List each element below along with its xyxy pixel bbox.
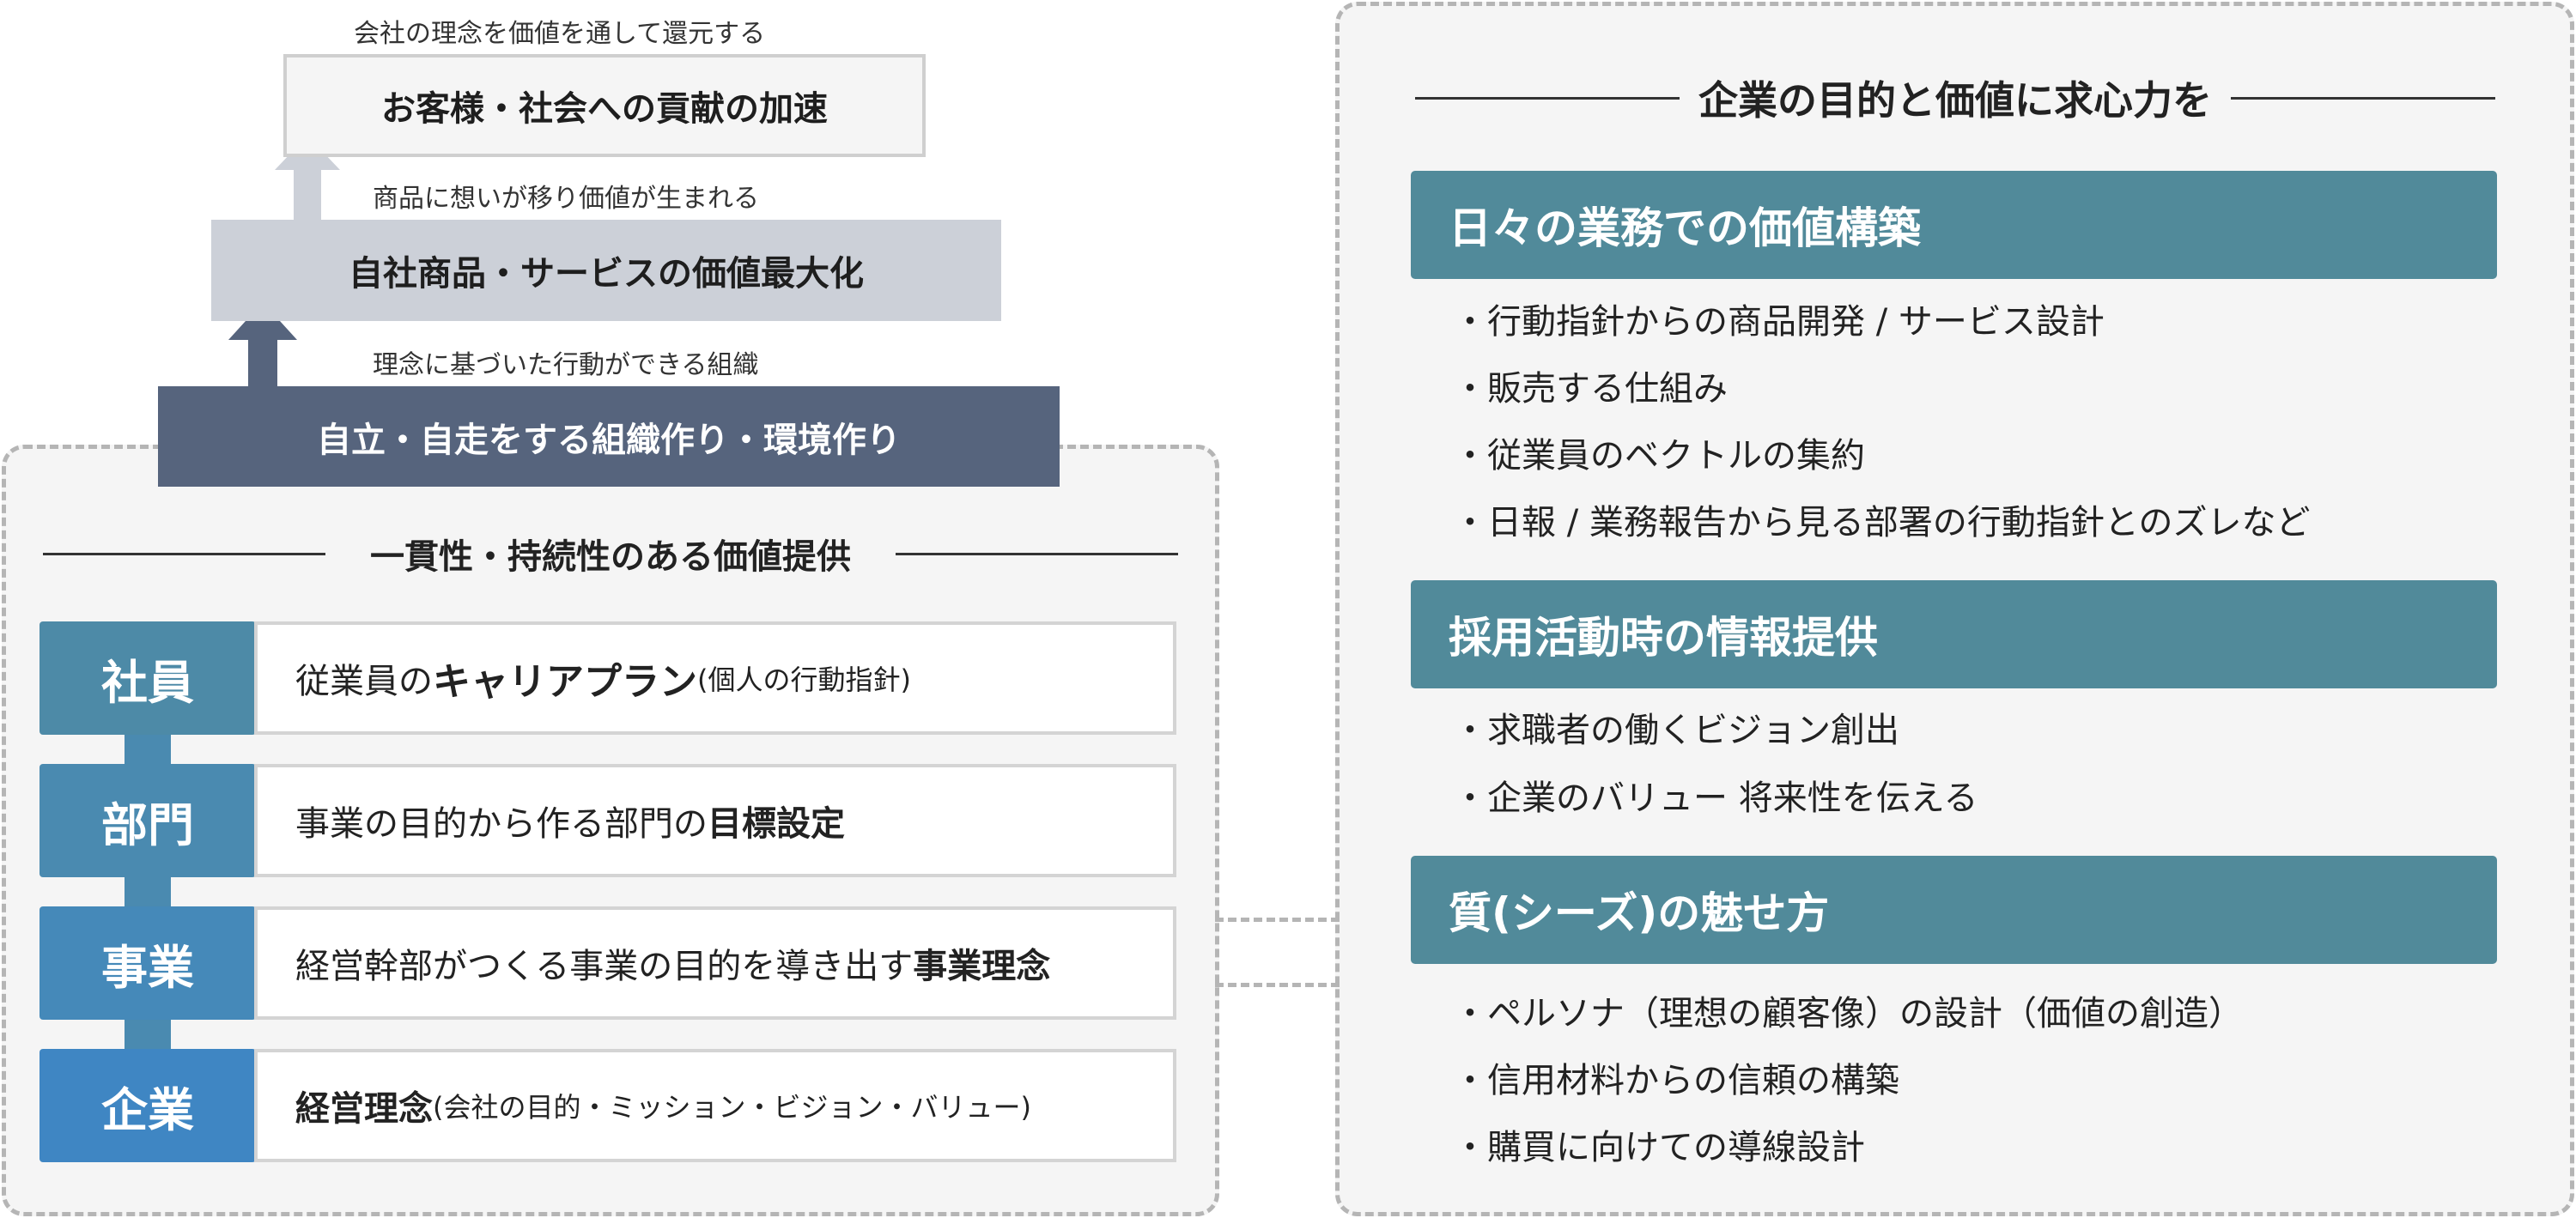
connector-lower [1215,983,1340,987]
section-bar-recruiting: 採用活動時の情報提供 [1411,580,2497,688]
section-item: ・従業員のベクトルの集約 [1453,436,1865,476]
layer-label-employee: 社員 [39,621,256,735]
note-mid: 商品に想いが移り価値が生まれる [373,184,759,214]
layer-business-pre: 経営幹部がつくる事業の目的を導き出す [295,947,914,986]
section-item: ・ペルソナ（理想の顧客像）の設計（価値の創造） [1453,994,2243,1033]
right-heading: 企業の目的と価値に求心力を [1415,74,2495,124]
layer-box-company: 経営理念 (会社の目的・ミッション・ビジョン・バリュー) [254,1049,1176,1162]
tier-top: お客様・社会への貢献の加速 [283,54,926,157]
heading-line-right [896,552,1178,555]
tier-mid: 自社商品・サービスの価値最大化 [211,220,1001,321]
heading-line-left [1415,96,1680,100]
layer-employee-pre: 従業員の [295,662,433,701]
layer-employee-post: (個人の行動指針) [697,664,911,696]
heading-line-right [2231,96,2495,100]
section-item: ・販売する仕組み [1453,369,1728,409]
note-bot: 理念に基づいた行動ができる組織 [373,350,759,380]
section-item: ・求職者の働くビジョン創出 [1453,711,1899,750]
layer-business-bold: 事業理念 [913,947,1051,986]
layer-employee-bold: キャリアプラン [433,660,697,704]
layer-company-post: (会社の目的・ミッション・ビジョン・バリュー) [433,1091,1031,1124]
layer-department-pre: 事業の目的から作る部門の [295,804,708,844]
layer-box-business: 経営幹部がつくる事業の目的を導き出す事業理念 [254,906,1176,1020]
section-item: ・日報 / 業務報告から見る部署の行動指針とのズレなど [1453,503,2311,542]
tier-bot: 自立・自走をする組織作り・環境作り [158,386,1060,487]
right-heading-text: 企業の目的と価値に求心力を [1698,77,2212,124]
section-item: ・信用材料からの信頼の構築 [1453,1061,1899,1100]
layer-department-bold: 目標設定 [708,804,845,844]
section-bar-seeds: 質(シーズ)の魅せ方 [1411,856,2497,964]
section-item: ・企業のバリュー 将来性を伝える [1453,779,1978,818]
arrow-up-light [275,136,340,223]
layer-label-company: 企業 [39,1049,256,1162]
layer-label-department: 部門 [39,764,256,877]
section-item: ・行動指針からの商品開発 / サービス設計 [1453,302,2105,342]
section-bar-daily-work: 日々の業務での価値構築 [1411,171,2497,279]
arrow-up-dark [228,302,297,390]
layer-company-bold: 経営理念 [295,1089,433,1129]
layer-label-business: 事業 [39,906,256,1020]
note-top: 会社の理念を価値を通して還元する [354,19,766,49]
layer-box-employee: 従業員のキャリアプラン (個人の行動指針) [254,621,1176,735]
connector-upper [1215,918,1340,922]
section-item: ・購買に向けての導線設計 [1453,1128,1865,1167]
left-heading-text: 一貫性・持続性のある価値提供 [370,537,851,577]
layer-box-department: 事業の目的から作る部門の目標設定 [254,764,1176,877]
heading-line-left [43,552,325,555]
left-heading: 一貫性・持続性のある価値提供 [43,532,1178,577]
